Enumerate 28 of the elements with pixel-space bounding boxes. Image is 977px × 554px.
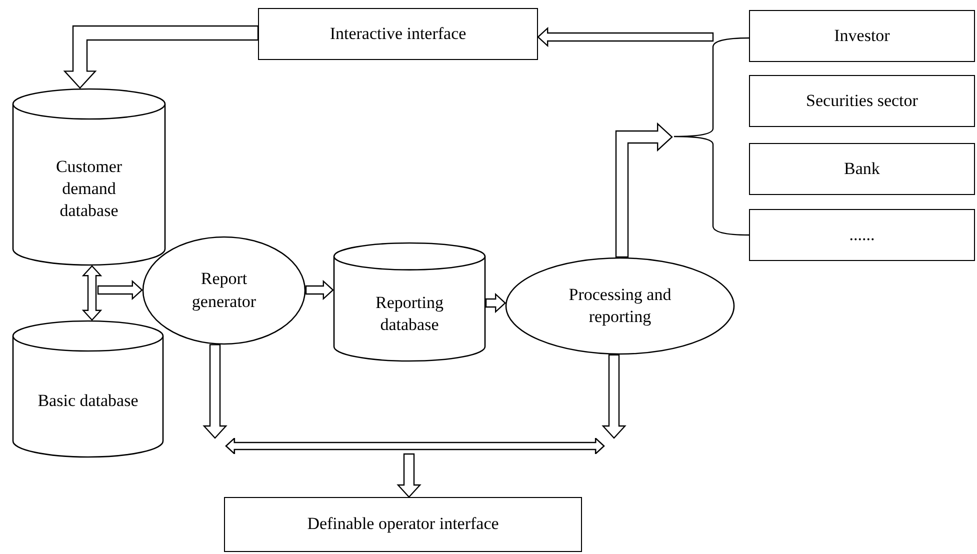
node-label: Customer demand database — [54, 156, 124, 222]
block-arrow — [63, 25, 259, 89]
node-label: Investor — [834, 24, 890, 47]
text-box — [749, 75, 975, 127]
block-arrow — [97, 280, 143, 300]
node-label: Definable operator interface — [307, 513, 499, 536]
text-box — [224, 497, 582, 552]
block-arrow — [305, 280, 334, 300]
node-label: Processing and reporting — [568, 284, 672, 328]
text-box — [258, 8, 538, 60]
block-arrow — [602, 354, 626, 439]
text-box — [749, 209, 975, 261]
text-box — [749, 10, 975, 62]
node-label: Securities sector — [806, 90, 918, 112]
block-arrow — [396, 453, 422, 498]
node-label: Report generator — [190, 268, 258, 313]
curly-brace — [672, 37, 749, 236]
block-arrow — [485, 292, 506, 314]
node-label: Bank — [844, 158, 880, 180]
node-label: ...... — [849, 224, 875, 246]
block-arrow — [615, 122, 673, 258]
text-box — [749, 143, 975, 195]
block-arrow — [82, 265, 102, 321]
block-arrow — [537, 26, 714, 48]
block-arrow — [202, 344, 228, 439]
node-label: Reporting database — [374, 292, 444, 336]
node-label: Interactive interface — [330, 22, 466, 45]
node-label: Basic database — [38, 390, 138, 412]
